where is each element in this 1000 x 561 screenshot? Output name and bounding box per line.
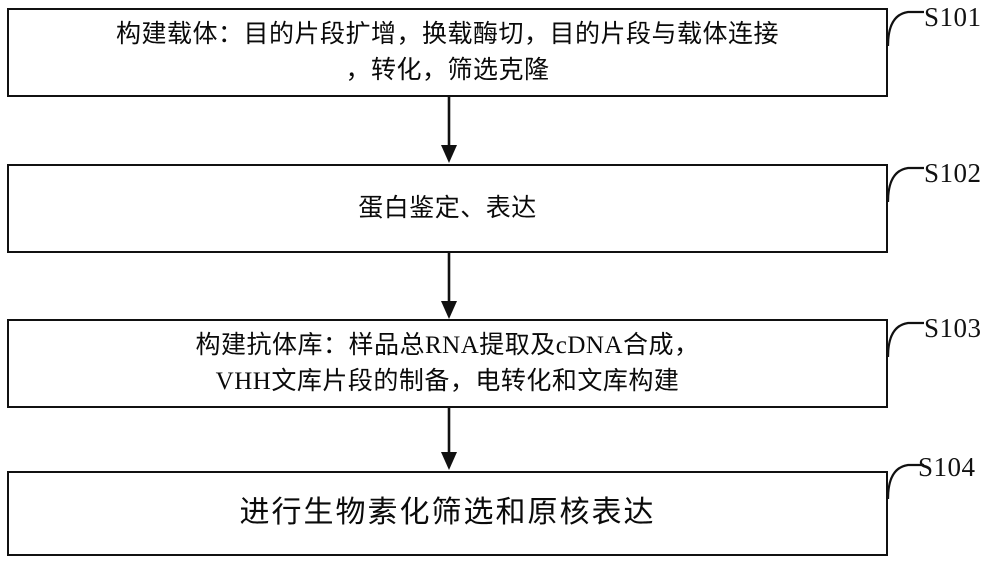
leader-line-s102 xyxy=(886,166,924,203)
step-label-s101: S101 xyxy=(924,2,982,32)
process-box-s101[interactable]: 构建载体：目的片段扩增，换载酶切，目的片段与载体连接 ，转化，筛选克隆 xyxy=(7,8,888,97)
process-box-s102[interactable]: 蛋白鉴定、表达 xyxy=(7,164,888,253)
process-box-s103-text: 构建抗体库：样品总RNA提取及cDNA合成， VHH文库片段的制备，电转化和文库… xyxy=(195,332,700,395)
connector-arrow-s102-s103 xyxy=(441,253,457,319)
process-box-s104[interactable]: 进行生物素化筛选和原核表达 xyxy=(7,471,888,556)
process-box-s102-text: 蛋白鉴定、表达 xyxy=(358,194,537,222)
connector-arrow-s101-s102 xyxy=(441,97,457,163)
step-label-s103: S103 xyxy=(924,313,982,343)
step-label-s104: S104 xyxy=(918,452,976,482)
step-label-s102: S102 xyxy=(924,158,982,188)
leader-line-s103 xyxy=(886,321,924,358)
process-box-s101-text: 构建载体：目的片段扩增，换载酶切，目的片段与载体连接 ，转化，筛选克隆 xyxy=(115,21,779,84)
leader-line-s104 xyxy=(886,463,924,500)
process-box-s104-text: 进行生物素化筛选和原核表达 xyxy=(239,496,656,530)
leader-line-s101 xyxy=(886,10,924,47)
connector-arrow-s103-s104 xyxy=(441,408,457,470)
process-box-s103[interactable]: 构建抗体库：样品总RNA提取及cDNA合成， VHH文库片段的制备，电转化和文库… xyxy=(7,319,888,408)
